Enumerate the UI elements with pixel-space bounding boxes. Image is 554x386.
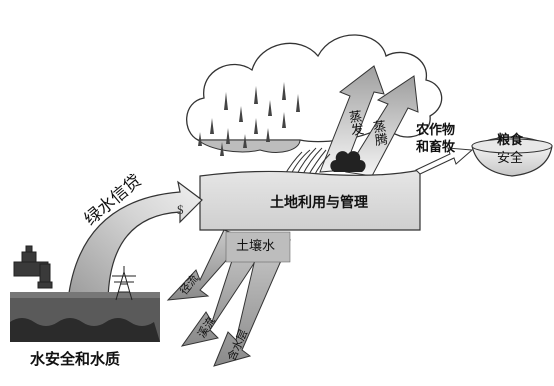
green-water-credit-arrow [67, 180, 203, 301]
crops-label-line2: 和畜牧 [416, 140, 456, 155]
power-pylon-icon [112, 266, 136, 301]
transpiration-arrow [345, 75, 419, 177]
money-icon: $ [177, 202, 184, 217]
soil-water-box [225, 231, 291, 263]
evaporation-label: 蒸发 [345, 109, 364, 137]
land-block [199, 169, 421, 231]
cloud-shadow [196, 139, 301, 153]
rain-drops [198, 82, 300, 156]
cloud [186, 34, 443, 143]
land-use-label: 土地利用与管理 [270, 195, 368, 211]
soil-water-label: 土壤水 [236, 239, 276, 254]
transpiration-label: 蒸腾 [369, 119, 388, 147]
crops-arrow [415, 147, 474, 175]
water-security-label: 水安全和水质 [30, 350, 121, 368]
food-label-line1: 粮食 [497, 133, 524, 148]
crops-label-line1: 农作物 [416, 123, 456, 138]
food-label-line2: 安全 [497, 151, 524, 166]
plant-icon [330, 151, 366, 172]
faucet-icon [13, 245, 53, 289]
